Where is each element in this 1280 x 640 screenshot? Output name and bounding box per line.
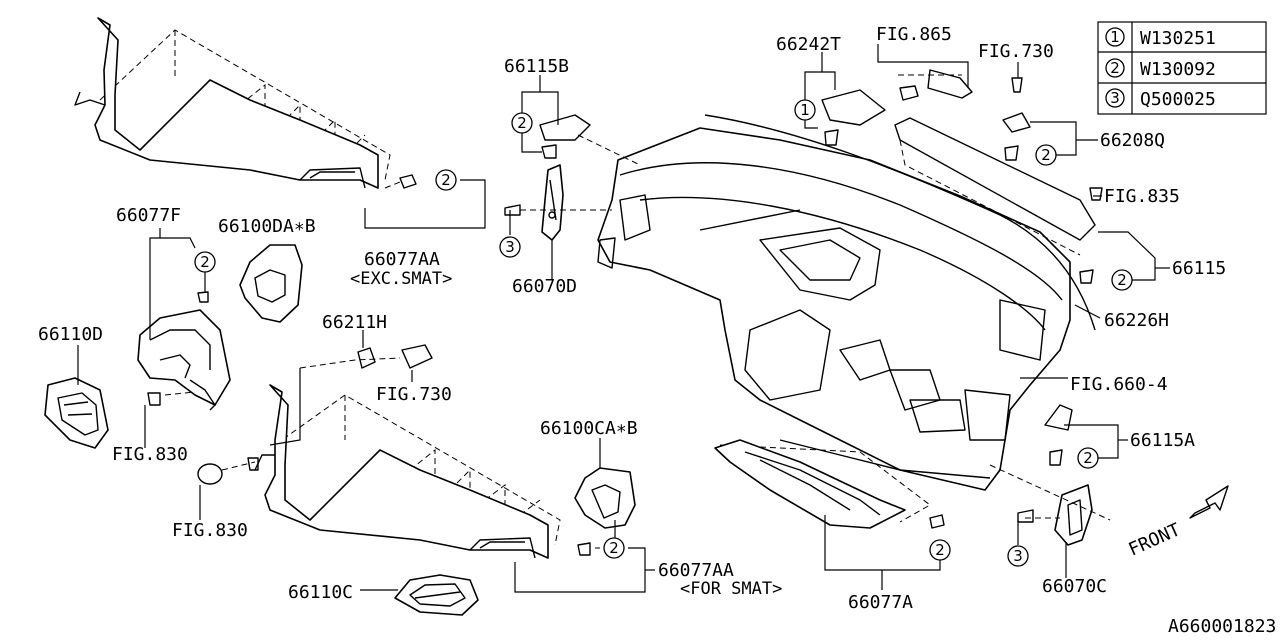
legend-marker: 2 (1110, 59, 1120, 77)
ref-markers: 1 2 2 2 2 3 2 2 2 2 3 (194, 99, 1133, 567)
label-exc-smat: <EXC.SMAT> (350, 269, 452, 289)
label-fig730-mid: FIG.730 (376, 384, 452, 405)
legend-marker: 1 (1110, 28, 1120, 46)
part-labels: 66242T FIG.865 FIG.730 66115B 66208Q FIG… (38, 24, 1276, 637)
lower-cover-66077AA-for (254, 384, 561, 559)
duct-66100CA-B (574, 467, 636, 529)
label-fig830-b: FIG.830 (172, 520, 248, 541)
label-66115A: 66115A (1130, 430, 1195, 451)
ref-marker: 2 (609, 539, 619, 557)
label-66110D: 66110D (38, 324, 103, 345)
label-66211H: 66211H (322, 312, 387, 333)
legend-code: W130251 (1140, 28, 1216, 49)
ref-marker: 3 (505, 238, 515, 256)
duct-66100DA-B (239, 244, 303, 323)
legend-table: 1 W130251 2 W130092 3 Q500025 (1097, 21, 1267, 115)
duct-66077F (137, 309, 231, 411)
instrument-panel-66226H (597, 114, 1096, 491)
label-fig830-a: FIG.830 (112, 444, 188, 465)
ref-marker: 2 (1041, 146, 1051, 164)
legend-code: Q500025 (1140, 89, 1216, 110)
label-front: FRONT (1125, 519, 1183, 560)
ref-marker: 2 (1117, 271, 1127, 289)
label-66077F: 66077F (116, 205, 181, 226)
label-66208Q: 66208Q (1100, 130, 1165, 151)
label-66100DA-B: 66100DA∗B (218, 216, 316, 237)
ref-marker: 2 (200, 253, 210, 271)
glovebox-66077A (714, 439, 931, 529)
label-66077AA-top: 66077AA (364, 249, 440, 270)
legend-code: W130092 (1140, 59, 1216, 80)
label-for-smat: <FOR SMAT> (680, 579, 782, 599)
bracket-66070C (1054, 484, 1093, 546)
vent-66110C (394, 574, 479, 616)
ref-marker: 2 (517, 114, 527, 132)
vent-66110D (44, 377, 109, 449)
front-arrow: FRONT (1125, 485, 1229, 561)
label-fig835: FIG.835 (1104, 186, 1180, 207)
ref-marker: 2 (1083, 449, 1093, 467)
label-fig660-4: FIG.660-4 (1070, 374, 1168, 395)
label-66070D: 66070D (512, 276, 577, 297)
clips (147, 69, 1103, 556)
label-66115B: 66115B (504, 56, 569, 77)
ref-marker: 1 (800, 101, 810, 119)
label-66110C: 66110C (288, 582, 353, 603)
label-fig865: FIG.865 (876, 24, 952, 45)
label-66070C: 66070C (1042, 576, 1107, 597)
label-fig730-top: FIG.730 (978, 41, 1054, 62)
label-66077AA-bot: 66077AA (658, 560, 734, 581)
ref-marker: 3 (1013, 547, 1023, 565)
label-66077A: 66077A (848, 592, 913, 613)
label-diagram-id: A660001823 (1168, 616, 1276, 637)
label-66242T: 66242T (776, 34, 841, 55)
ref-marker: 2 (935, 541, 945, 559)
bracket-66070D (541, 164, 564, 241)
label-66100CA-B: 66100CA∗B (540, 418, 638, 439)
label-66226H: 66226H (1104, 310, 1169, 331)
leaders (77, 44, 1170, 593)
legend-marker: 3 (1110, 89, 1120, 107)
ref-marker: 2 (441, 171, 451, 189)
front-arrow-icon (1189, 485, 1229, 519)
label-66115: 66115 (1172, 258, 1226, 279)
lower-cover-66077AA-exc (74, 17, 391, 189)
